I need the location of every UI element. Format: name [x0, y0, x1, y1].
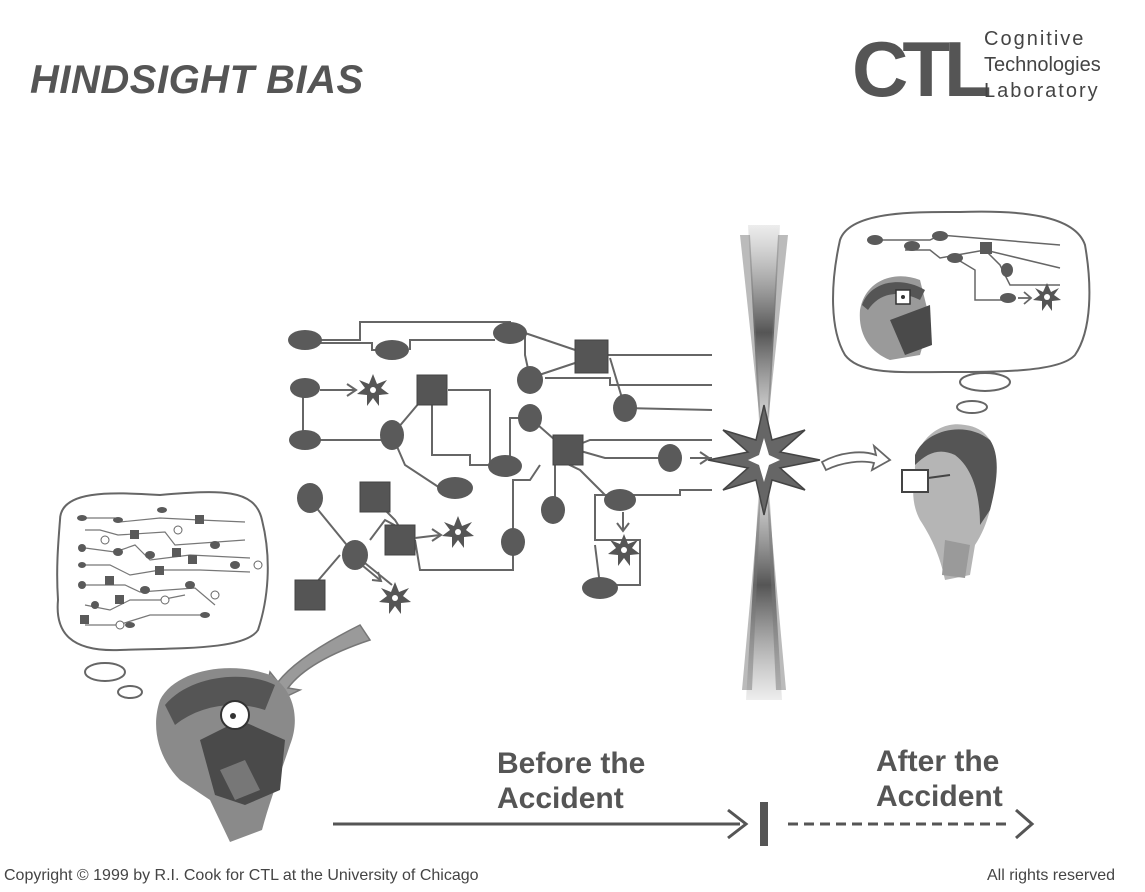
curved-arrow-down-icon: [260, 624, 372, 710]
rights-text: All rights reserved: [987, 867, 1116, 884]
page-title: HINDSIGHT BIAS: [30, 58, 364, 102]
logo-line-2: Technologies: [984, 54, 1101, 76]
ctl-logo: CTL Cognitive Technologies Laboratory: [852, 22, 1137, 112]
logo-line-3: Laboratory: [984, 80, 1100, 102]
logo-text: Cognitive Technologies Laboratory: [984, 26, 1101, 104]
curved-arrow-right-icon: [820, 443, 892, 472]
thought-bubble-after: [832, 210, 1091, 414]
before-label-line-1: Before the: [497, 747, 646, 780]
accident-beam: [740, 225, 788, 700]
small-burst-icons: [357, 374, 640, 614]
observer-after-icon: [901, 424, 997, 580]
after-label-line-1: After the: [876, 745, 1000, 778]
logo-line-1: Cognitive: [984, 28, 1086, 50]
after-accident-label: After the Accident: [876, 744, 1003, 814]
before-accident-label: Before the Accident: [497, 746, 645, 816]
network-nodes: [288, 322, 682, 599]
arrow-heads: [320, 383, 711, 583]
network-decision-nodes: [294, 339, 609, 611]
timeline: [333, 802, 1035, 846]
copyright-text: Copyright © 1999 by R.I. Cook for CTL at…: [4, 867, 479, 884]
thought-bubble-before: [56, 491, 269, 699]
logo-mark: CTL: [852, 25, 992, 113]
before-label-line-2: Accident: [497, 782, 624, 815]
surgeon-before-icon: [156, 668, 295, 842]
after-label-line-2: Accident: [876, 780, 1003, 813]
